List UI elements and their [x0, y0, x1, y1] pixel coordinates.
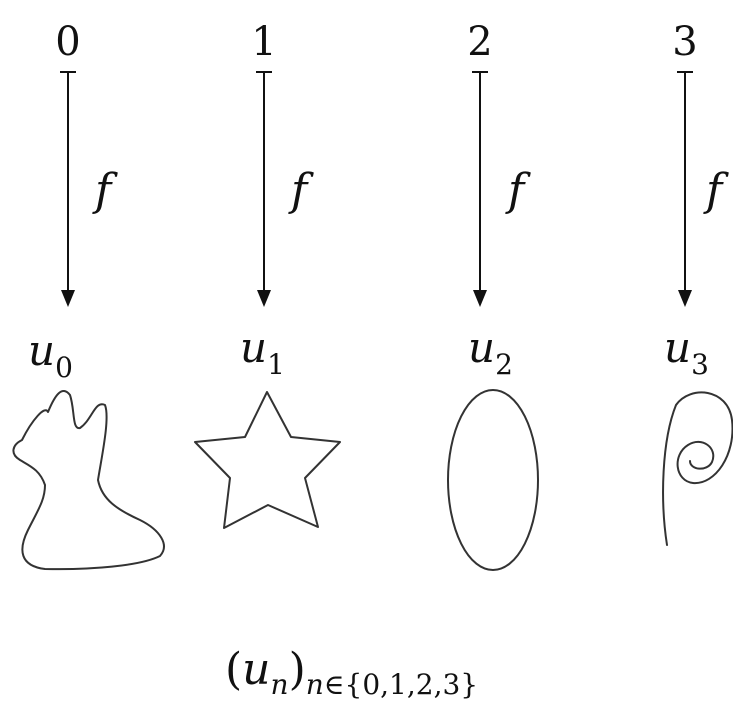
map-label-0: f — [92, 165, 118, 216]
element-label-0: u0 — [28, 326, 73, 384]
column-1: 1 f u1 — [194, 19, 341, 529]
map-label-3: f — [703, 165, 729, 216]
map-label-2: f — [505, 165, 531, 216]
index-label-0: 0 — [55, 19, 80, 65]
element-label-3: u3 — [664, 323, 709, 381]
element-label-1: u1 — [240, 323, 285, 381]
map-arrow-3 — [677, 71, 693, 307]
element-label-2: u2 — [468, 323, 513, 381]
column-3: 3 f u3 — [662, 19, 733, 546]
blob-shape — [12, 390, 165, 571]
sequence-formula: (un)n∈{0,1,2,3} — [225, 644, 478, 701]
index-label-2: 2 — [467, 19, 492, 65]
ellipse-shape — [447, 389, 539, 571]
column-2: 2 f u2 — [447, 19, 539, 571]
map-label-1: f — [288, 165, 314, 216]
map-arrow-2 — [472, 71, 488, 307]
spiral-shape — [662, 391, 733, 546]
index-label-3: 3 — [672, 19, 697, 65]
map-arrow-0 — [60, 71, 76, 307]
column-0: 0 f u0 — [12, 19, 165, 571]
index-label-1: 1 — [251, 19, 276, 65]
map-arrow-1 — [256, 71, 272, 307]
star-shape — [194, 391, 341, 529]
